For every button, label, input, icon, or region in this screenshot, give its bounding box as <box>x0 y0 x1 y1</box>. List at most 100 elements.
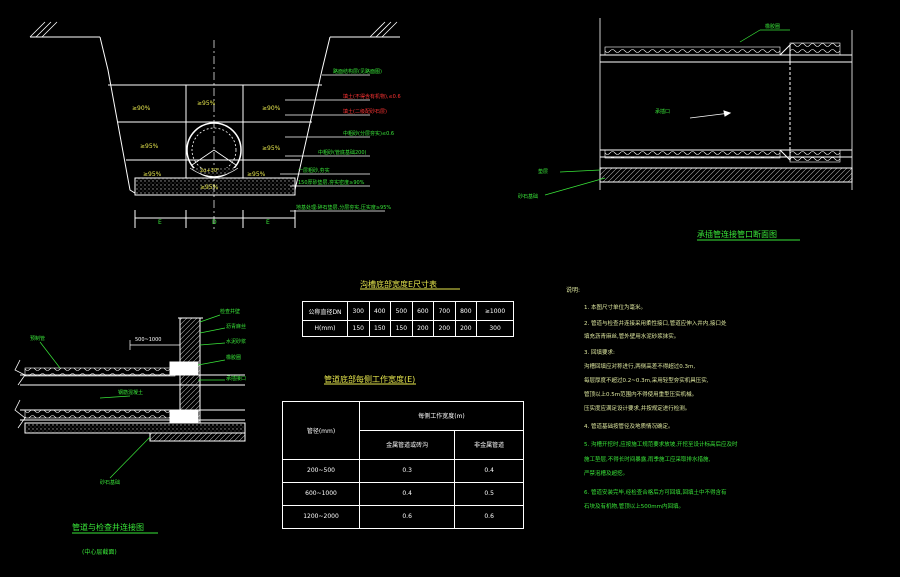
pct-label: ≥95% <box>262 145 281 152</box>
work-width-table: 管径(mm) 每侧工作宽度(m) 金属管道或砖沟 非金属管道 200~500 0… <box>282 401 524 530</box>
table-cell: 0.4 <box>358 481 456 506</box>
table-cell: 150 <box>368 320 392 337</box>
table-cell: 金属管道或砖沟 <box>358 429 456 460</box>
svg-text:承插口: 承插口 <box>655 108 670 115</box>
svg-text:一层粗砂,夯实: 一层粗砂,夯实 <box>298 167 330 174</box>
table-cell: 200 <box>433 320 456 337</box>
table-cell: 200 <box>454 320 478 337</box>
connection-view-title: 管道与检查井连接图 <box>72 523 144 532</box>
table-row: 管径(mm) 每侧工作宽度(m) <box>282 401 524 460</box>
svg-text:E: E <box>266 219 270 226</box>
socket-connection-view <box>544 18 853 196</box>
pct-label: ≥95% <box>143 171 162 178</box>
table-row: 600~1000 0.4 0.5 <box>282 481 524 506</box>
table-row: 200~500 0.3 0.4 <box>282 458 524 483</box>
svg-text:沥青麻丝: 沥青麻丝 <box>226 323 246 330</box>
table-cell: 500 <box>390 300 413 322</box>
table-cell: 0.6 <box>358 504 456 530</box>
notes-heading: 说明: <box>566 287 581 294</box>
note-line: 1. 本图尺寸单位为毫米。 <box>584 305 646 311</box>
svg-text:500~1000: 500~1000 <box>135 337 161 343</box>
table-cell: 300 <box>347 300 370 322</box>
svg-text:检查井壁: 检查井壁 <box>220 308 240 315</box>
pct-label: ≥95% <box>247 171 266 178</box>
table-cell: 200~500 <box>282 458 360 483</box>
angle-label: 2α+30° <box>200 168 220 174</box>
table-cell: 200 <box>411 320 435 337</box>
trench-section-view <box>29 21 400 230</box>
socket-labels: 橡胶圈 承插口 垫层 砂石基础 <box>518 23 780 200</box>
table-cell: 公称直径DN <box>302 300 348 322</box>
table-cell: ≥1000 <box>476 300 514 322</box>
table-cell: 700 <box>433 300 456 322</box>
note-line: 管顶以上0.5m范围内不得使用重型压实机械。 <box>584 392 698 398</box>
svg-text:橡胶圈: 橡胶圈 <box>226 354 241 361</box>
table-row: 金属管道或砖沟 非金属管道 <box>283 429 524 460</box>
title-underlines <box>72 239 800 534</box>
svg-text:承插接口: 承插接口 <box>226 375 246 382</box>
note-line: 填充沥青麻丝,管外壁用水泥砂浆抹实。 <box>584 334 680 340</box>
table2-title: 管道底部每侧工作宽度(E) <box>324 375 416 384</box>
table-cell: H(mm) <box>302 320 348 337</box>
socket-view-title: 承插管连接管口断面图 <box>697 230 777 239</box>
note-line: 压实度应满足设计要求,并按规定进行检测。 <box>584 406 691 412</box>
svg-text:中粗砂(管底基础200): 中粗砂(管底基础200) <box>318 149 366 156</box>
table-cell: 600 <box>411 300 435 322</box>
table-cell: 0.3 <box>358 458 456 483</box>
note-line: 3. 回填要求: <box>584 350 615 356</box>
note-line: 每层厚度不超过0.2~0.3m,采用轻型夯实机具压实, <box>584 378 709 384</box>
table-title-underlines <box>324 288 460 385</box>
table-cell: 150 <box>347 320 370 337</box>
table-row: 公称直径DN 300 400 500 600 700 800 ≥1000 <box>302 300 514 322</box>
table-cell: 150 <box>390 320 413 337</box>
pct-label: ≥95% <box>140 143 159 150</box>
table1-title: 沟槽底部宽度E尺寸表 <box>360 280 438 289</box>
svg-text:中粗砂(分层夯实)≤0.6: 中粗砂(分层夯实)≤0.6 <box>343 130 394 137</box>
note-line: 严禁泡槽及超挖。 <box>584 471 629 477</box>
table-cell: 每侧工作宽度(m) <box>359 401 524 431</box>
pct-label: ≥95% <box>197 100 216 107</box>
pct-label: ≥90% <box>262 105 281 112</box>
note-line: 5. 沟槽开挖时,应按施工规范要求放坡,开挖至设计标高后应及时 <box>584 442 738 448</box>
svg-text:150厚砂垫层,夯实密度≥90%: 150厚砂垫层,夯实密度≥90% <box>298 179 365 186</box>
table-cell: 400 <box>368 300 392 322</box>
connection-view-subtitle: (中心层截面) <box>82 549 117 556</box>
table-cell: 1200~2000 <box>282 504 360 530</box>
note-line: 4. 管道基础按管径及地质情况确定。 <box>584 424 674 430</box>
table-cell: 600~1000 <box>282 481 360 506</box>
manhole-connection-view <box>14 314 246 479</box>
table-cell: 非金属管道 <box>454 429 524 460</box>
svg-text:砂石基础: 砂石基础 <box>100 479 120 486</box>
svg-text:填土(不得含有机物),≤0.6: 填土(不得含有机物),≤0.6 <box>343 93 401 100</box>
table-cell: 管径(mm) <box>282 401 360 460</box>
svg-text:D: D <box>212 219 217 226</box>
svg-text:水泥砂浆: 水泥砂浆 <box>226 338 246 345</box>
svg-text:路面结构层(见路面图): 路面结构层(见路面图) <box>333 68 382 75</box>
table-row: 1200~2000 0.6 0.6 <box>282 504 524 530</box>
svg-text:钢筋混凝土: 钢筋混凝土 <box>118 389 143 396</box>
manhole-labels: 预制管 检查井壁 沥青麻丝 水泥砂浆 橡胶圈 承插接口 钢筋混凝土 砂石基础 5… <box>30 308 246 486</box>
svg-text:填土(二级配砂石层): 填土(二级配砂石层) <box>343 108 387 115</box>
svg-text:E: E <box>158 219 162 226</box>
table-cell: 300 <box>476 320 514 337</box>
note-line: 沟槽回填应对称进行,两侧高差不得超过0.3m, <box>584 364 696 370</box>
svg-text:橡胶圈: 橡胶圈 <box>765 23 780 30</box>
dimension-labels: E D E <box>158 219 270 226</box>
table-cell: 800 <box>454 300 478 322</box>
svg-text:预制管: 预制管 <box>30 335 45 342</box>
pct-label: ≥95% <box>200 184 219 191</box>
pct-label: ≥90% <box>132 105 151 112</box>
trench-width-table: 公称直径DN 300 400 500 600 700 800 ≥1000 H(m… <box>302 300 514 337</box>
svg-text:砂石基础: 砂石基础 <box>518 193 538 200</box>
note-line: 2. 管道与检查井连接采用柔性接口,管道应伸入井内,接口处 <box>584 321 727 327</box>
table-row: H(mm) 150 150 150 200 200 200 300 <box>302 320 514 337</box>
table-cell: 0.6 <box>454 504 524 530</box>
trench-callouts: 路面结构层(见路面图) 填土(不得含有机物),≤0.6 填土(二级配砂石层) 中… <box>296 68 401 211</box>
note-line: 施工垫层,不得长时间暴露,雨季施工应采取排水措施, <box>584 457 711 463</box>
table-cell: 0.5 <box>454 481 524 506</box>
svg-text:垫层: 垫层 <box>538 168 548 175</box>
trench-percent-labels: ≥90% ≥95% ≥90% ≥95% ≥95% ≥95% ≥95% ≥95% … <box>132 100 281 191</box>
note-line: 6. 管道安装完毕,经检查合格后方可回填,回填土中不得含有 <box>584 490 727 496</box>
table-cell: 0.4 <box>454 458 524 483</box>
